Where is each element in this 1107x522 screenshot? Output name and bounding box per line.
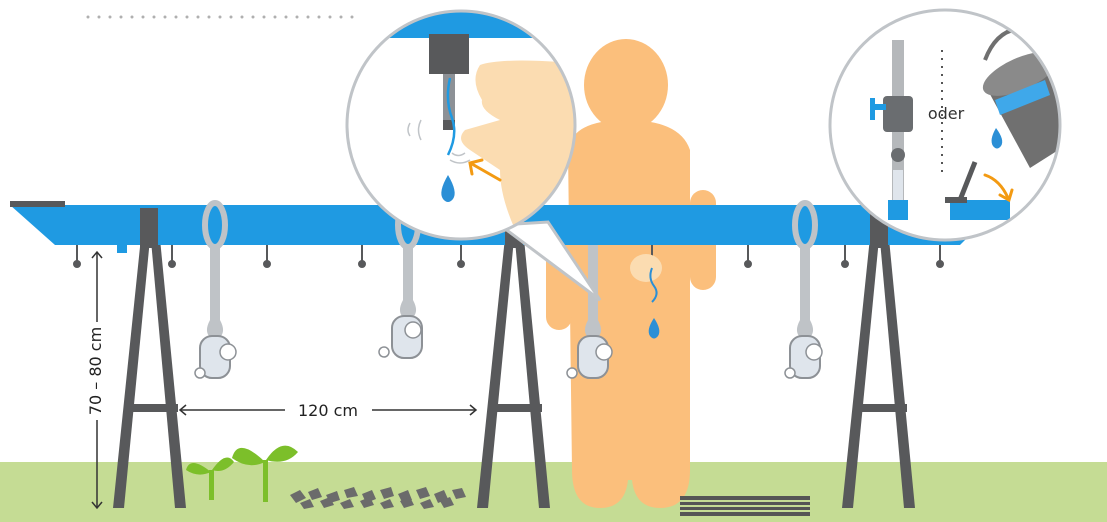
arrow-icon xyxy=(983,173,1014,203)
or-label: oder xyxy=(928,104,965,123)
sprout-icon xyxy=(186,445,298,502)
ground xyxy=(0,462,1107,522)
soap-bar-icon xyxy=(194,200,237,379)
hand-on-pipe xyxy=(630,254,662,339)
soap-bar-icon xyxy=(784,200,823,379)
height-label: 70 – 80 cm xyxy=(86,327,105,415)
gravel-icon xyxy=(290,487,466,509)
water-drop-icon xyxy=(648,318,660,339)
water-drop-icon xyxy=(991,128,1003,149)
magnifier-refill-options xyxy=(828,8,1062,242)
stand-right xyxy=(842,218,915,508)
arrow-icon xyxy=(468,158,502,182)
width-dimension xyxy=(178,404,478,416)
magnifier-hand-closeup xyxy=(345,9,602,302)
width-label: 120 cm xyxy=(298,401,358,420)
valve-icon xyxy=(870,96,913,162)
stand-middle xyxy=(477,218,550,508)
height-dimension xyxy=(91,250,103,510)
drain-grate-icon xyxy=(680,496,810,516)
stand-left xyxy=(113,218,186,508)
water-drop-icon xyxy=(441,175,455,202)
